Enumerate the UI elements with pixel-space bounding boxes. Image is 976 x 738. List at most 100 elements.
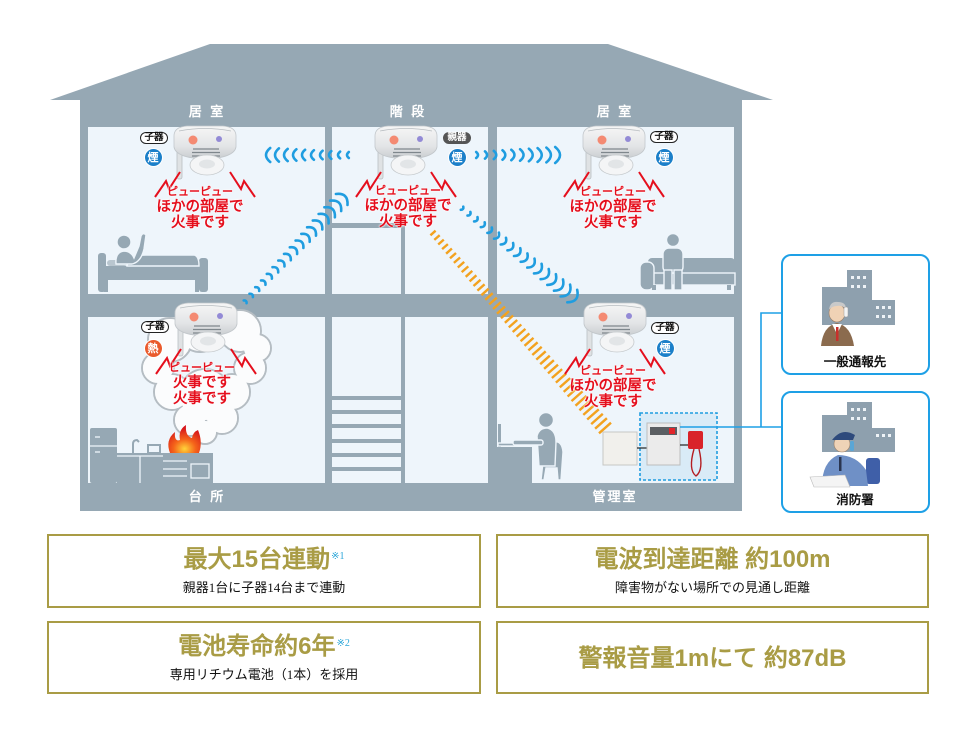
- wired-link-dash: [468, 274, 478, 283]
- living-room-sofa-person: [639, 232, 736, 291]
- wired-link-dash: [515, 327, 527, 338]
- wired-link-dash: [523, 336, 535, 347]
- radio-wave-arc: [264, 146, 272, 164]
- radio-wave-arc: [566, 288, 579, 304]
- radio-wave-arc: [526, 257, 537, 269]
- alarm-sound-marks: [154, 171, 666, 375]
- person-leg: [663, 269, 673, 291]
- wired-link-dash: [511, 323, 523, 333]
- radio-wave-arc: [559, 283, 572, 298]
- wired-link-dash: [500, 310, 510, 320]
- radio-wave-arc: [265, 272, 274, 280]
- alarm-sound-bolt-icon: [430, 171, 457, 198]
- alarm-sound-bolt-icon: [229, 171, 256, 198]
- radio-wave-arc: [336, 150, 342, 160]
- feature-title: 電池寿命約6年※2: [49, 633, 479, 661]
- alarm-message-office: ピューピュー ほかの部屋で 火事です: [570, 364, 657, 410]
- unit-badge-child: 子器: [651, 322, 679, 334]
- alarm-line: ほかの部屋で: [156, 199, 244, 215]
- smoke-sensor-icon: 煙: [655, 148, 673, 166]
- wired-link-dash: [547, 363, 559, 375]
- radio-wave-arc: [501, 149, 507, 161]
- alarm-message-upper-left: ピューピュー ほかの部屋で 火事です: [157, 185, 244, 231]
- relay-unit: [602, 431, 638, 466]
- wired-link-dash: [472, 278, 482, 287]
- radio-wave-arc: [328, 199, 343, 213]
- receiver-display: [650, 427, 677, 435]
- smoke-sensor-icon: 煙: [656, 339, 674, 357]
- radio-wave-arc: [519, 252, 529, 264]
- wired-link-dash: [562, 381, 576, 393]
- wired-link-dash: [445, 247, 453, 255]
- alarm-sound-bolt-icon: [155, 348, 182, 375]
- wired-link-dash: [476, 283, 486, 292]
- bedroom-sleeping-person: [98, 233, 208, 292]
- control-equipment: [602, 412, 718, 481]
- stair-step: [332, 396, 401, 400]
- person-body: [536, 427, 557, 467]
- smoke-cloud-puff-fill: [155, 375, 189, 409]
- radio-wave-arc: [291, 148, 298, 162]
- footnote-mark: ※2: [336, 638, 350, 649]
- wired-link-dash: [570, 390, 584, 403]
- wired-link-dash: [437, 238, 445, 246]
- alarm-line: ほかの部屋で: [569, 378, 657, 394]
- wired-link-dash: [492, 301, 502, 310]
- smoke-cloud-puff-fill: [235, 353, 265, 383]
- stair-step: [332, 410, 401, 414]
- faucet: [132, 438, 140, 453]
- wired-link-dash: [543, 359, 555, 370]
- notification-links: [680, 312, 782, 428]
- radio-wave-arc: [334, 192, 349, 207]
- wired-link-dash: [433, 234, 441, 241]
- alarm-sound-bolt-icon: [639, 348, 666, 375]
- radio-wave-arc: [492, 231, 501, 240]
- phone-cord: [690, 448, 702, 477]
- room-label-kitchen: 台 所: [188, 490, 226, 505]
- wired-link-dash: [508, 319, 518, 329]
- wired-link-dash: [449, 252, 457, 260]
- unit-badge-child: 子器: [650, 131, 678, 143]
- desk: [497, 447, 532, 483]
- bed-frame: [104, 266, 201, 280]
- person-body: [115, 233, 147, 265]
- radio-wave-arc: [532, 262, 544, 275]
- radio-wave-arc: [311, 219, 324, 231]
- radio-wave-arc: [259, 279, 267, 287]
- wired-link-dash: [582, 403, 596, 416]
- radio-wave-signals: [242, 145, 579, 305]
- wired-link-dash: [527, 341, 539, 352]
- bed-footboard: [199, 258, 208, 292]
- person-body: [662, 247, 684, 274]
- wired-link-dash: [453, 256, 461, 264]
- wired-link-dash: [551, 368, 563, 379]
- office-building-icon: [872, 300, 895, 325]
- wired-link-dash: [555, 372, 567, 384]
- room-label-office: 管理室: [592, 490, 638, 505]
- fire-station-building-icon: [872, 428, 895, 452]
- sofa-leg: [652, 285, 656, 290]
- radio-wave-arc: [309, 148, 316, 162]
- dispatcher-tie: [839, 457, 842, 471]
- notify-label-fire-department: 消防署: [836, 492, 874, 507]
- radio-wave-arc: [305, 225, 318, 237]
- heat-sensor-icon: 熱: [144, 339, 162, 357]
- sofa-arm: [639, 261, 655, 291]
- wired-link-dash: [504, 314, 514, 324]
- radio-wave-arc: [294, 239, 305, 250]
- oven-window: [190, 463, 210, 479]
- radio-wave-arc: [253, 285, 261, 293]
- radio-wave-arc: [300, 232, 312, 244]
- radio-wave-arc: [242, 299, 248, 305]
- wired-link-dash: [559, 377, 571, 389]
- feature-title-text: 最大15台連動: [183, 546, 331, 573]
- alarm-sound: ピューピュー: [580, 364, 646, 377]
- alarm-sound: ピューピュー: [169, 361, 235, 374]
- radio-wave-arc: [527, 147, 534, 163]
- radio-wave-arc: [317, 212, 330, 225]
- room-label-upper-right: 居 室: [596, 105, 634, 120]
- alarm-message-stairs: ピューピュー ほかの部屋で 火事です: [365, 184, 452, 230]
- alarm-line: ほかの部屋で: [569, 199, 657, 215]
- stair-step: [332, 439, 401, 443]
- wired-link-dash: [531, 345, 543, 356]
